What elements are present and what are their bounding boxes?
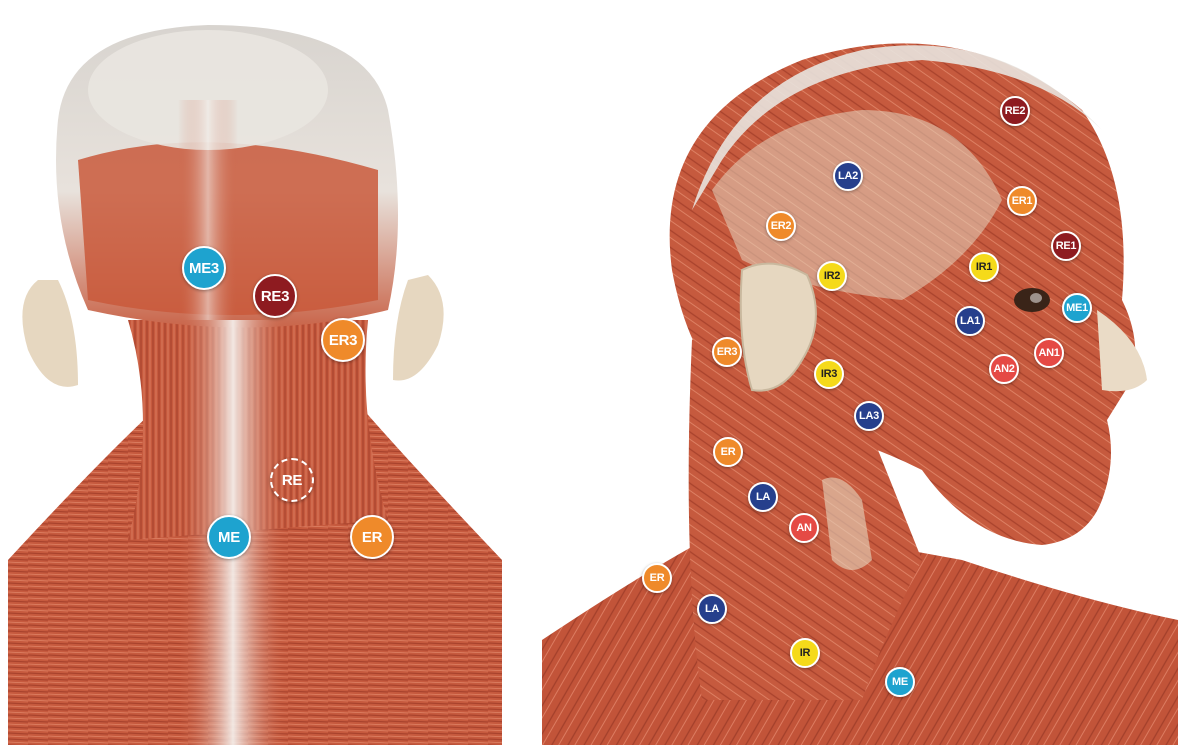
marker-LA-shoulder: LA [697, 594, 727, 624]
marker-AN-neck: AN [789, 513, 819, 543]
marker-RE3: RE3 [253, 274, 297, 318]
back-view-illustration [8, 0, 502, 745]
marker-AN1: AN1 [1034, 338, 1064, 368]
marker-ME3: ME3 [182, 246, 226, 290]
marker-ER1: ER1 [1007, 186, 1037, 216]
marker-ER2: ER2 [766, 211, 796, 241]
marker-RE: RE [270, 458, 314, 502]
marker-ER3-side: ER3 [712, 337, 742, 367]
marker-ER: ER [350, 515, 394, 559]
marker-RE2: RE2 [1000, 96, 1030, 126]
marker-IR-neck: IR [790, 638, 820, 668]
marker-RE1: RE1 [1051, 231, 1081, 261]
side-view-illustration [542, 0, 1178, 745]
marker-ME1: ME1 [1062, 293, 1092, 323]
marker-IR1: IR1 [969, 252, 999, 282]
marker-IR3: IR3 [814, 359, 844, 389]
marker-LA3: LA3 [854, 401, 884, 431]
side-view-panel: RE2 LA2 ER1 ER2 RE1 IR2 IR1 ME1 LA1 ER3 … [542, 0, 1178, 745]
marker-ER-neck: ER [713, 437, 743, 467]
marker-ER3: ER3 [321, 318, 365, 362]
marker-ME-neck: ME [885, 667, 915, 697]
marker-AN2: AN2 [989, 354, 1019, 384]
marker-LA1: LA1 [955, 306, 985, 336]
marker-ER-shoulder: ER [642, 563, 672, 593]
marker-ME: ME [207, 515, 251, 559]
marker-LA2: LA2 [833, 161, 863, 191]
back-ear-right [393, 275, 444, 381]
back-ear-left [22, 280, 78, 387]
marker-IR2: IR2 [817, 261, 847, 291]
marker-LA-neck: LA [748, 482, 778, 512]
back-view-panel: ME3 RE3 ER3 RE ME ER [8, 0, 502, 745]
